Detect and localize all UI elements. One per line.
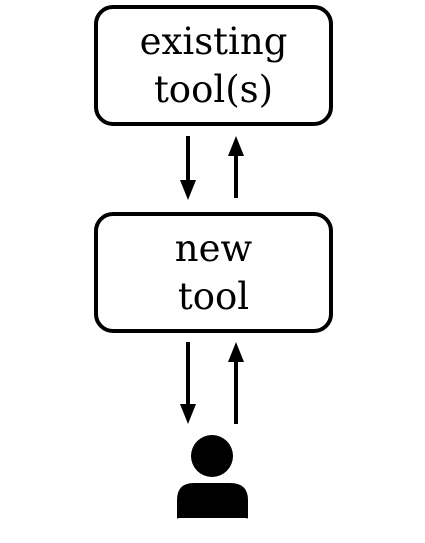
existing-tools-label-line2: tool(s) — [153, 67, 274, 111]
arrow-user-to-new — [228, 342, 244, 424]
existing-tools-node: existing tool(s) — [94, 5, 333, 126]
new-tool-label-line1: new — [174, 226, 253, 270]
arrow-existing-to-new — [180, 136, 196, 200]
arrow-new-to-user — [180, 342, 196, 424]
arrow-new-to-existing — [228, 136, 244, 198]
existing-tools-label-line1: existing — [139, 19, 288, 63]
user-icon — [177, 435, 248, 519]
new-tool-label-line2: tool — [177, 274, 250, 318]
new-tool-node: new tool — [94, 212, 333, 333]
